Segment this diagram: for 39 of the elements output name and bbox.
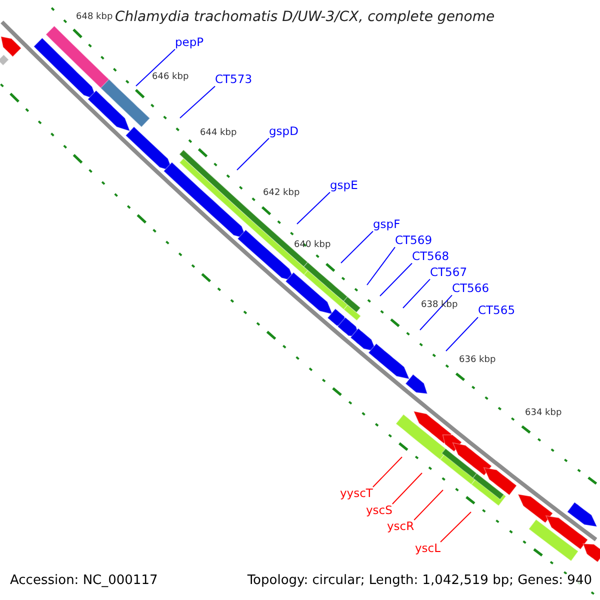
gene-label: yyscT [340,487,373,500]
gene-label: pepP [175,36,204,50]
gene-label: CT567 [430,266,468,280]
leader-line [420,294,452,330]
leader-line [414,490,444,520]
leader-line [180,86,216,118]
scale-label: 644 kbp [200,128,237,138]
gene-label: CT573 [215,73,252,86]
scale-label: 636 kbp [459,355,496,366]
gene-label: CT566 [452,282,490,296]
leader-line [236,138,270,170]
gene-label: yscL [415,542,441,556]
leader-line [366,246,396,286]
leader-line [402,278,430,308]
leader-line [440,512,472,542]
leader-line [136,48,176,86]
leader-line [392,472,422,504]
scale-label: 634 kbp [525,408,562,418]
scale-label: 646 kbp [152,72,189,82]
footer-text: Topology: circular; Length: 1,042,519 bp; Genes: 940 [247,574,592,589]
scale-label: 640 kbp [294,240,331,250]
gene-label: CT568 [412,250,450,264]
scale-label: 638 kbp [421,300,458,310]
leader-line [446,316,478,352]
gene-label: yscR [387,520,414,534]
title: Chlamydia trachomatis D/UW-3/CX, complete genome [115,9,495,26]
leader-line [372,456,402,488]
leader-line [296,192,330,224]
gene-label: yscS [366,504,392,518]
gene-label: gspD [269,125,298,138]
leader-line [340,230,374,264]
gene-label: gspF [373,218,400,232]
scale-label: 648 kbp [76,12,113,22]
scale-label: 642 kbp [263,188,300,198]
gene-label: gspE [330,179,358,192]
gene-label: CT565 [478,304,516,318]
gene-label: CT569 [395,234,432,248]
footer-text: Accession: NC_000117 [10,574,158,589]
leader-line [380,262,412,296]
